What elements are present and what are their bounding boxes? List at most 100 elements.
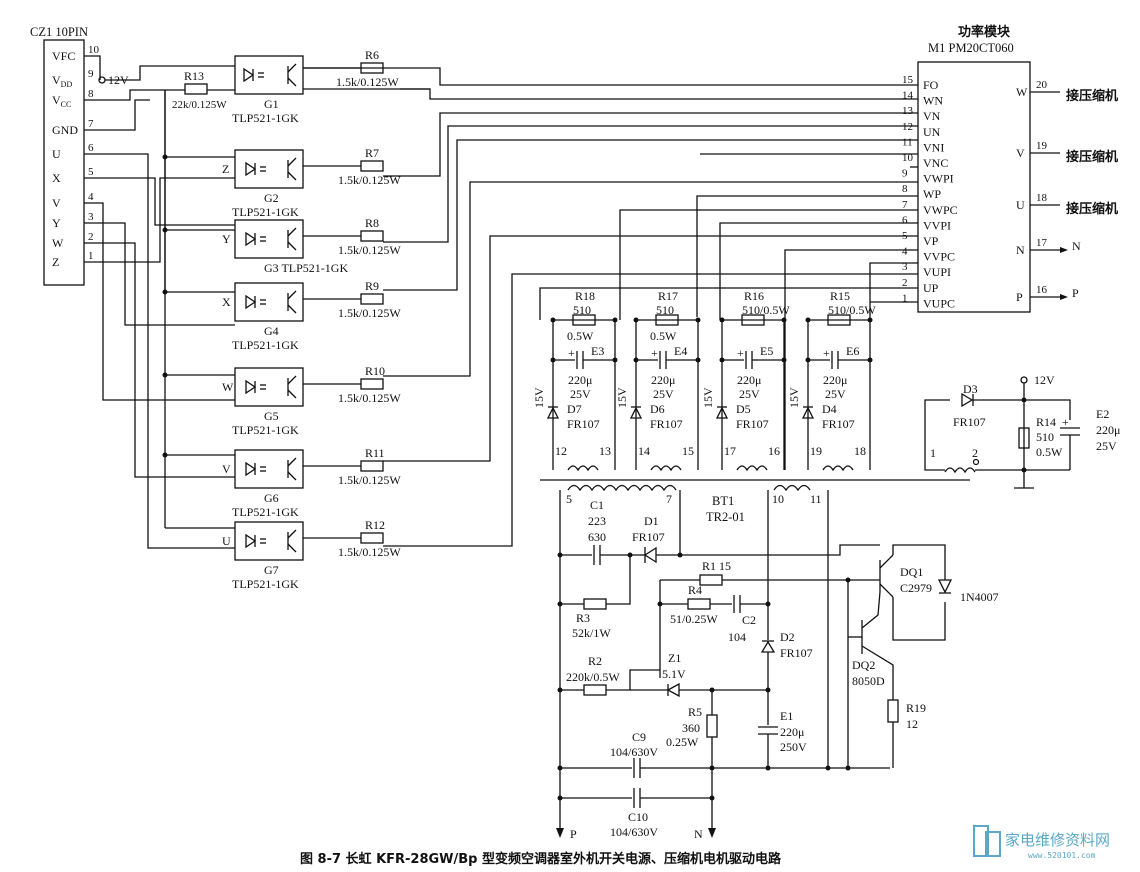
primary-n-label: N <box>694 827 703 841</box>
module-title: 功率模块 <box>958 24 1011 40</box>
d-1n4007-label: 1N4007 <box>960 590 999 604</box>
d2-value: FR107 <box>780 646 813 660</box>
supply-cap-volt: 25V <box>739 387 760 401</box>
d1-name: D1 <box>644 514 659 528</box>
module-left-pin-name: VN <box>923 109 941 123</box>
opto-name: G7 <box>264 563 279 577</box>
connector-pin-name: GND <box>52 123 78 137</box>
module-left-pin-name: VNC <box>923 156 948 170</box>
svg-text:+: + <box>651 346 658 360</box>
module-output-label: P <box>1072 286 1079 300</box>
supply-resistor-name: R18 <box>575 289 595 303</box>
supply-diode-value: FR107 <box>822 417 855 431</box>
z1-name: Z1 <box>668 651 681 665</box>
d3-name: D3 <box>963 382 978 396</box>
resistor-name: R9 <box>365 279 379 293</box>
c1-name: C1 <box>590 498 604 512</box>
resistor-value: 1.5k/0.125W <box>336 75 399 89</box>
resistor-value: 1.5k/0.125W <box>338 391 401 405</box>
supply-pin-b: 15 <box>682 444 694 458</box>
opto-input-label: W <box>222 380 234 394</box>
connector-pin-name: VFC <box>52 49 75 63</box>
d3-value: FR107 <box>953 415 986 429</box>
svg-text:+: + <box>568 346 575 360</box>
supply-resistor-name: R16 <box>744 289 764 303</box>
connector-pin-name: U <box>52 147 61 161</box>
supply-diode-name: D7 <box>567 402 582 416</box>
dq1-value: C2979 <box>900 581 932 595</box>
module-left-pin-num: 1 <box>902 292 908 304</box>
opto-name: G2 <box>264 191 279 205</box>
connector-pin-num: 8 <box>88 88 94 100</box>
e1-name: E1 <box>780 709 793 723</box>
connector-pin-num: 1 <box>88 250 94 262</box>
module-right-pin-name: N <box>1016 243 1025 257</box>
opto-input-label: Y <box>222 232 231 246</box>
module-left-pin-num: 15 <box>902 74 914 86</box>
bt1-pin10: 10 <box>772 492 784 506</box>
supply-resistor-name: R15 <box>830 289 850 303</box>
supply-resistor-value: 510 <box>656 303 674 317</box>
connector-pin-name: V <box>52 196 61 210</box>
connector-pin-name: W <box>52 236 64 250</box>
supply-resistor-watt: 0.5W <box>567 329 594 343</box>
connector-pin-sub: DD <box>61 80 73 89</box>
d1-value: FR107 <box>632 530 665 544</box>
resistor-value: 1.5k/0.125W <box>338 306 401 320</box>
module-right-pin-name: W <box>1016 85 1028 99</box>
resistor-value: 1.5k/0.125W <box>338 173 401 187</box>
module-left-pin-num: 8 <box>902 183 908 195</box>
supply-cap-value: 220μ <box>823 373 847 387</box>
supply-resistor-value: 510/0.5W <box>828 303 876 317</box>
supply-cap-name: E5 <box>760 344 773 358</box>
module-left-pin-name: VWPI <box>923 172 954 186</box>
resistor-r13: R13 22k/0.125W <box>172 69 227 111</box>
connector-pin-num: 5 <box>88 166 94 178</box>
supply-zener-volt: 15V <box>701 387 715 408</box>
module-left-pin-name: VVPI <box>923 218 951 232</box>
bt1-name: BT1 <box>712 494 734 508</box>
module-left-pin-name: VP <box>923 234 939 248</box>
connector-pin-num: 4 <box>88 191 94 203</box>
watermark-url: www.520101.com <box>1028 851 1096 860</box>
supply-diode-value: FR107 <box>567 417 600 431</box>
module-left-pin-name: WP <box>923 187 941 201</box>
module-output-label: 接压缩机 <box>1066 88 1118 104</box>
resistor-name: R10 <box>365 364 385 378</box>
module-left-pin-name: UP <box>923 281 939 295</box>
module-left-pin-name: WN <box>923 94 943 108</box>
watermark-text: 家电维修资料网 <box>1005 831 1110 849</box>
connector-pin-num: 9 <box>88 68 94 80</box>
supply-cap-value: 220μ <box>737 373 761 387</box>
watermark: 家电维修资料网 www.520101.com <box>973 825 1110 860</box>
e2-value: 220μ <box>1096 423 1120 437</box>
r4-name: R4 <box>688 583 702 597</box>
dq2-name: DQ2 <box>852 658 875 672</box>
supply-cap-volt: 25V <box>825 387 846 401</box>
z1-value: 5.1V <box>662 667 686 681</box>
r14-name: R14 <box>1036 415 1056 429</box>
c1-value: 223 <box>588 514 606 528</box>
module-right-pin-num: 19 <box>1036 140 1048 152</box>
r2-name: R2 <box>588 654 602 668</box>
module-output-label: N <box>1072 239 1081 253</box>
module-part: M1 PM20CT060 <box>928 41 1014 55</box>
svg-text:+: + <box>737 346 744 360</box>
resistor-value: 1.5k/0.125W <box>338 545 401 559</box>
c10-value: 104/630V <box>610 825 658 839</box>
supply-pin-a: 12 <box>555 444 567 458</box>
primary-switching-circuit: P C1 223 630 D1 FR107 R3 52k/1W R1 15 <box>556 490 999 841</box>
opto-part: TLP521-1GK <box>232 577 299 591</box>
connector-pin-num: 10 <box>88 44 100 56</box>
resistor-name: R7 <box>365 146 379 160</box>
opto-part: TLP521-1GK <box>232 505 299 519</box>
r2-value: 220k/0.5W <box>566 670 620 684</box>
resistor-name: R8 <box>365 216 379 230</box>
